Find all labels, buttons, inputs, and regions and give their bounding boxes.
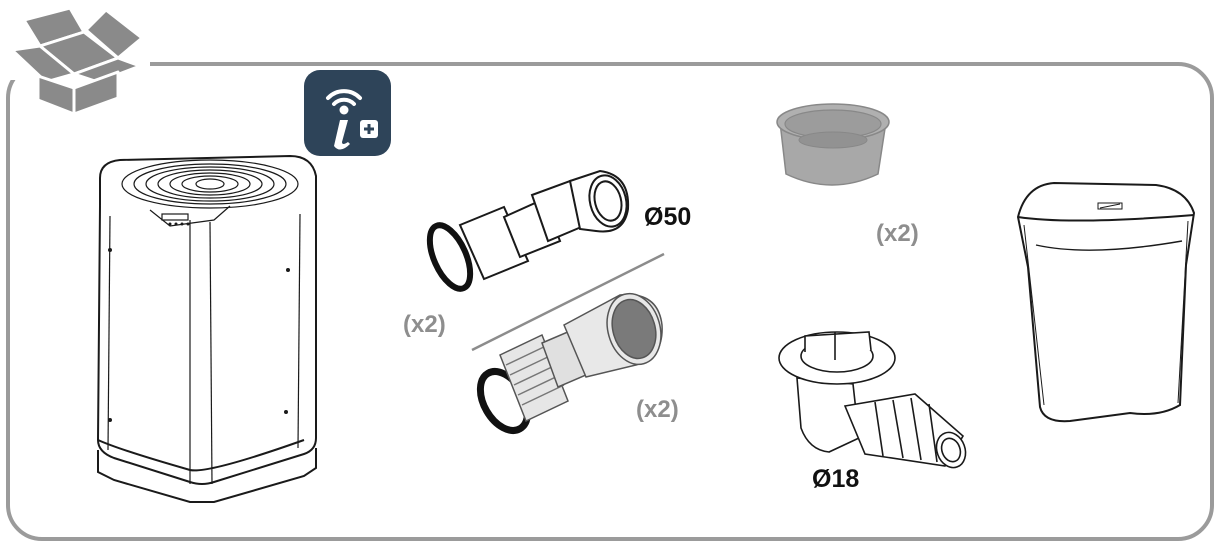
condensate-drain-illustration [778, 331, 967, 469]
anti-vibration-cup-illustration [776, 103, 890, 186]
open-box-icon [10, 6, 144, 116]
winter-cover-illustration [1016, 181, 1196, 423]
dimension-label-50: Ø50 [644, 203, 692, 231]
heat-pump-illustration [96, 154, 317, 503]
quantity-label-connector: (x2) [403, 311, 446, 338]
divider-line [471, 252, 665, 352]
contents-frame [6, 62, 1214, 541]
wifi-info-plus-icon [326, 89, 378, 150]
quantity-label-union: (x2) [636, 396, 679, 423]
app-badge [304, 70, 391, 156]
dimension-label-18: Ø18 [812, 465, 860, 493]
union-connector-illustration [476, 292, 663, 434]
quantity-label-cup: (x2) [876, 220, 919, 247]
elbow-connector-illustration [426, 169, 630, 292]
